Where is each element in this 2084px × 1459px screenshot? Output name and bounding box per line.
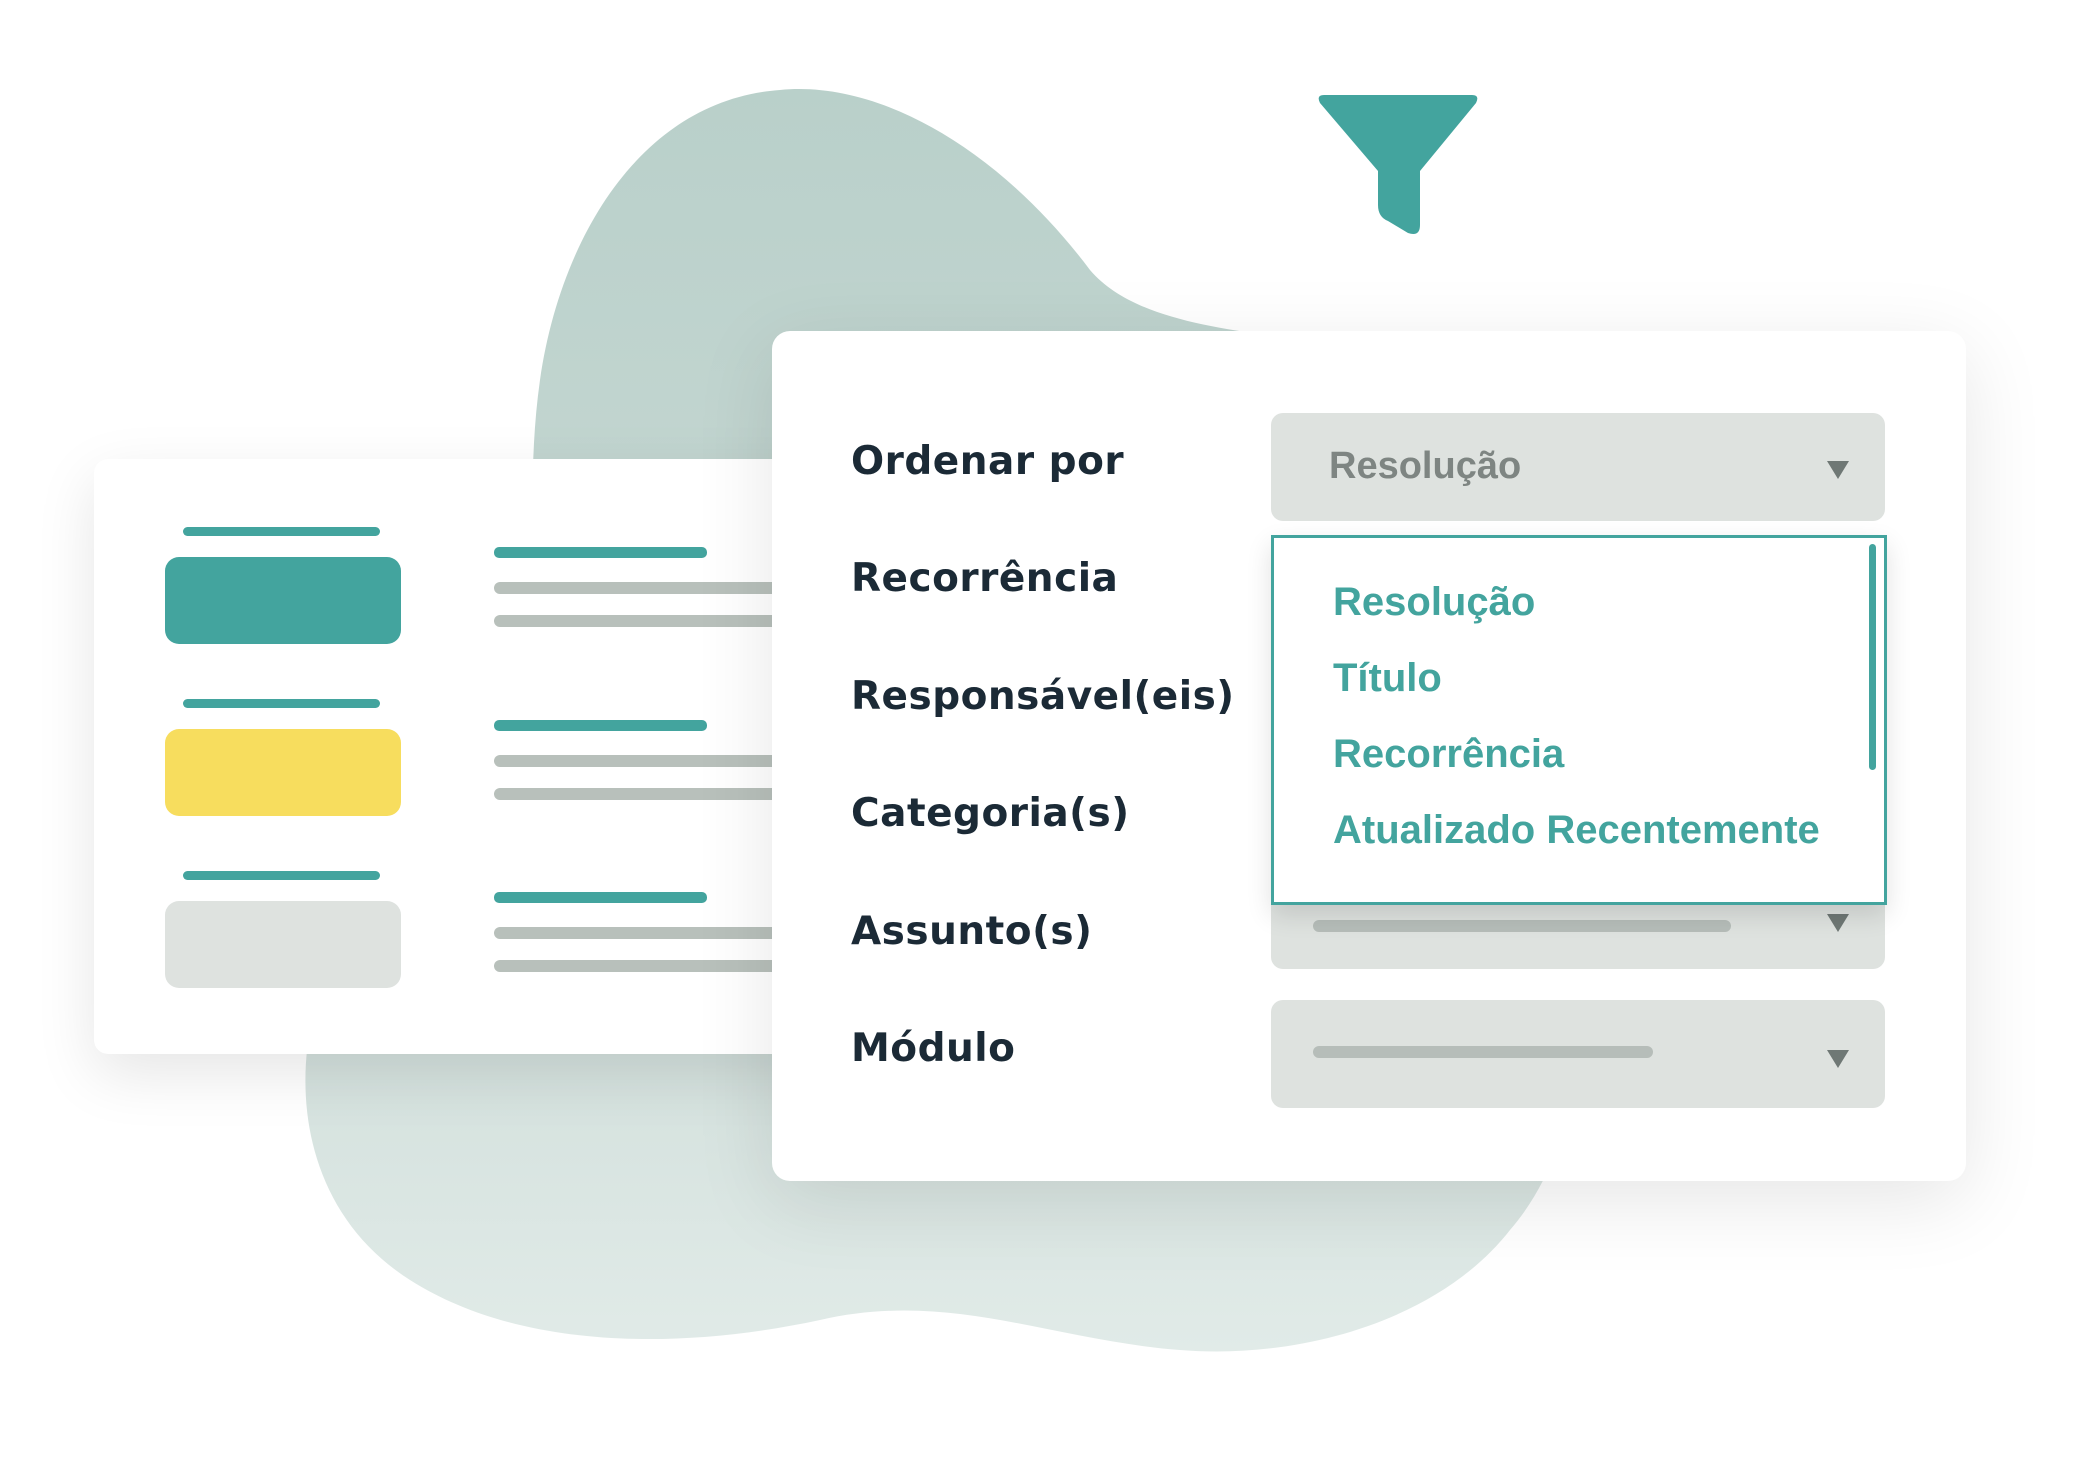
filter-panel: Ordenar por Recorrência Responsável(eis)… (772, 331, 1966, 1181)
sort-by-selected-value: Resolução (1329, 445, 1522, 487)
row-2-text-line-2 (494, 788, 794, 800)
sort-by-select[interactable]: Resolução (1271, 413, 1885, 521)
row-1-title-line (494, 547, 707, 558)
module-select[interactable] (1271, 1000, 1885, 1108)
row-3-text-line-1 (494, 927, 794, 939)
label-subject: Assunto(s) (851, 909, 1093, 954)
label-responsible: Responsável(eis) (851, 674, 1235, 719)
dropdown-scrollbar[interactable] (1869, 544, 1876, 770)
row-1-status-block (165, 557, 401, 644)
label-module: Módulo (851, 1026, 1016, 1071)
row-2-title-line (494, 720, 707, 731)
subject-placeholder-bar (1313, 920, 1731, 932)
sort-by-dropdown: Resolução Título Recorrência Atualizado … (1271, 535, 1887, 905)
caret-down-icon[interactable] (1827, 461, 1849, 479)
sort-option-recurrence[interactable]: Recorrência (1333, 732, 1565, 776)
row-3-title-line (494, 892, 707, 903)
sort-option-recently-updated[interactable]: Atualizado Recentemente (1333, 808, 1820, 852)
row-1-tag-line (183, 527, 380, 536)
label-sort-by: Ordenar por (851, 439, 1125, 484)
row-1-text-line-2 (494, 615, 794, 627)
sort-option-title[interactable]: Título (1333, 656, 1442, 700)
row-2-tag-line (183, 699, 380, 708)
funnel-icon (1318, 95, 1478, 234)
row-2-text-line-1 (494, 755, 794, 767)
caret-down-icon[interactable] (1827, 1050, 1849, 1068)
caret-down-icon[interactable] (1827, 914, 1849, 932)
row-2-status-block (165, 729, 401, 816)
row-3-text-line-2 (494, 960, 794, 972)
label-recurrence: Recorrência (851, 556, 1119, 601)
label-category: Categoria(s) (851, 791, 1130, 836)
module-placeholder-bar (1313, 1046, 1653, 1058)
sort-option-resolution[interactable]: Resolução (1333, 580, 1536, 624)
row-3-tag-line (183, 871, 380, 880)
row-3-status-block (165, 901, 401, 988)
row-1-text-line-1 (494, 582, 794, 594)
